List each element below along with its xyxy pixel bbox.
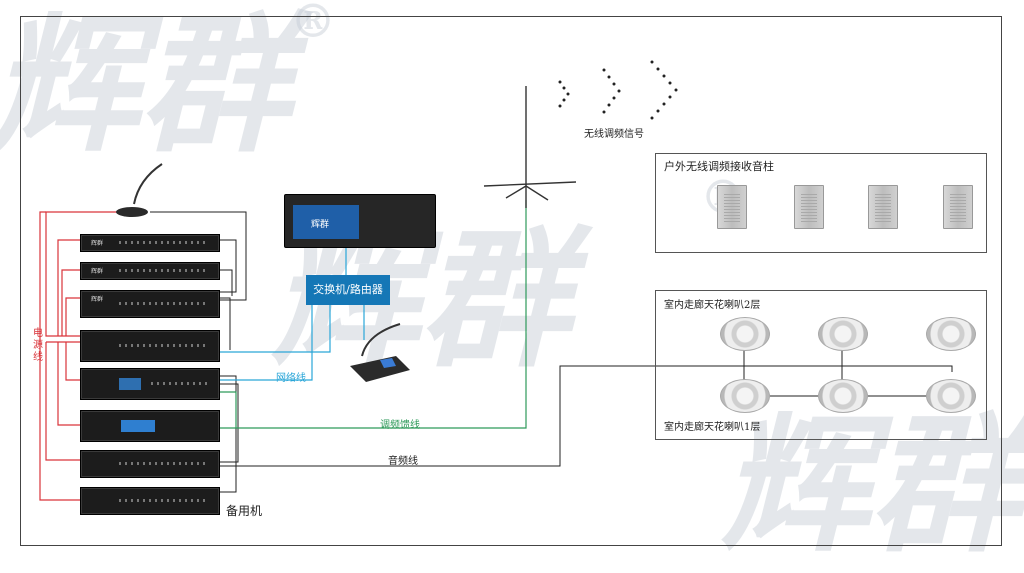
rack-device-5: [80, 368, 220, 400]
column-speaker-4: [943, 185, 973, 229]
power-lines: [39, 211, 120, 501]
fm-feeder-label: 调频馈线: [380, 420, 420, 431]
wireless-signal-icon: [558, 60, 678, 120]
indoor-group-box: [655, 290, 987, 440]
server-display: 辉群: [293, 205, 359, 239]
wireless-signal-label: 无线调频信号: [584, 129, 644, 140]
outdoor-group-label: 户外无线调频接收音柱: [664, 160, 774, 173]
rack-device-1: 辉群: [80, 234, 220, 252]
indoor-2f-label: 室内走廊天花喇叭2层: [664, 300, 761, 311]
paging-console-icon: [350, 323, 410, 382]
antenna: [483, 86, 577, 208]
brand-tag: 辉群: [91, 240, 104, 247]
power-line-label: 电源线: [33, 328, 43, 363]
outdoor-group-box: [655, 153, 987, 253]
ceiling-speaker-1f-2: [818, 379, 868, 413]
switch-router: 交换机/路由器: [306, 275, 390, 305]
ceiling-speaker-1f-1: [720, 379, 770, 413]
network-lines: [220, 246, 365, 381]
ceiling-speaker-1f-3: [926, 379, 976, 413]
server-badge: 辉群: [311, 220, 330, 230]
rack-device-3: 辉群: [80, 290, 220, 318]
rack-amplifier-backup: [80, 487, 220, 515]
ceiling-speaker-2f-2: [818, 317, 868, 351]
fm-feeder-line: [220, 200, 527, 429]
gooseneck-mic-icon: [133, 163, 163, 205]
network-line-label: 网络线: [276, 373, 306, 384]
indoor-1f-label: 室内走廊天花喇叭1层: [664, 422, 761, 433]
audio-line-label: 音频线: [388, 456, 418, 467]
column-speaker-2: [794, 185, 824, 229]
rack-device-4: [80, 330, 220, 362]
brand-tag: 辉群: [91, 268, 104, 275]
rack-device-6: [80, 410, 220, 442]
ceiling-speaker-2f-3: [926, 317, 976, 351]
brand-tag: 辉群: [91, 296, 104, 303]
connection-lines: [39, 60, 953, 501]
broadcast-server: 辉群: [284, 194, 436, 248]
rack-amplifier-1: [80, 450, 220, 478]
backup-label: 备用机: [226, 504, 263, 518]
diagram-frame: [20, 16, 1002, 546]
rack-device-2: 辉群: [80, 262, 220, 280]
ceiling-speaker-2f-1: [720, 317, 770, 351]
column-speaker-1: [717, 185, 747, 229]
column-speaker-3: [868, 185, 898, 229]
